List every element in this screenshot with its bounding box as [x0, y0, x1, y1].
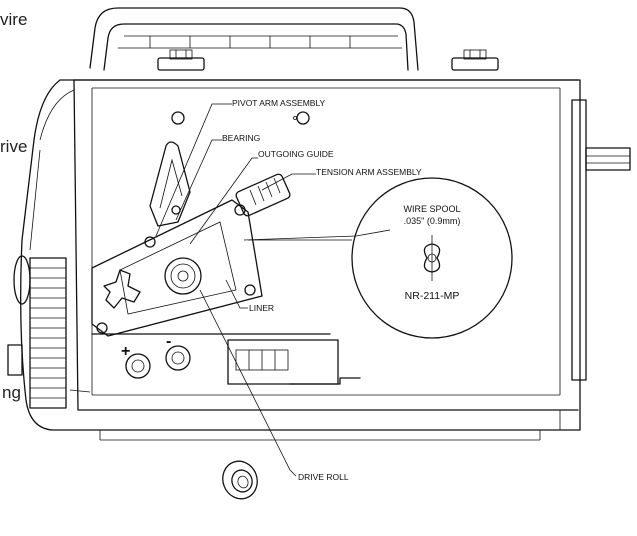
- spool-shaft: [571, 99, 631, 381]
- outgoing-guide-label: OUTGOING GUIDE: [258, 149, 334, 159]
- hinge-knob-right: [451, 49, 499, 71]
- leader-lines: [155, 103, 391, 477]
- drive-roll-gear: [164, 257, 202, 295]
- tension-arm-assembly-label: TENSION ARM ASSEMBLY: [316, 167, 422, 177]
- cropped-text-middle: rive: [0, 137, 28, 156]
- positive-terminal-sign: +: [121, 343, 130, 360]
- hinge-knob-left: [157, 49, 205, 71]
- drive-mechanism: [91, 141, 352, 337]
- pivot-arm: [149, 141, 191, 227]
- tension-arm: [235, 173, 291, 217]
- handle-ribs: [149, 36, 351, 48]
- mount-hole-right: [296, 111, 310, 125]
- spool-model-label: NR-211-MP: [405, 290, 460, 302]
- machine-body: [20, 79, 581, 441]
- wire-spool-title: WIRE SPOOL: [403, 204, 460, 214]
- carry-handle: [89, 7, 419, 71]
- wire-spool-size: .035" (0.9mm): [404, 216, 461, 226]
- negative-terminal-sign: -: [166, 333, 171, 350]
- mount-hole-left: [171, 111, 185, 125]
- positive-terminal: [125, 353, 151, 379]
- terminal-panel: + -: [69, 333, 361, 393]
- drive-roll-part: [222, 460, 258, 500]
- tension-knob: [103, 269, 141, 309]
- cropped-text-top: vire: [0, 10, 28, 29]
- liner-label: LINER: [249, 303, 274, 313]
- negative-terminal: [165, 345, 191, 371]
- drive-roll-label: DRIVE ROLL: [298, 472, 349, 482]
- vent-slots: [7, 255, 67, 409]
- cropped-text-bottom: ng: [2, 383, 21, 402]
- pivot-arm-assembly-label: PIVOT ARM ASSEMBLY: [232, 98, 326, 108]
- bearing-label: BEARING: [222, 133, 260, 143]
- wire-spool: WIRE SPOOL .035" (0.9mm) NR-211-MP: [351, 177, 513, 339]
